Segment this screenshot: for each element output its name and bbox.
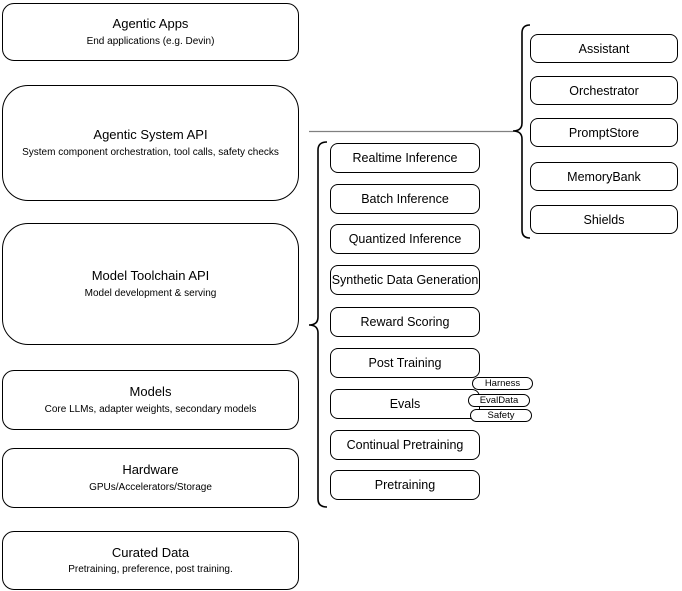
toolchain-box-batch-inference: Batch Inference	[330, 184, 480, 214]
component-box-orchestrator: Orchestrator	[530, 76, 678, 105]
toolchain-box-synthetic-data-generation: Synthetic Data Generation	[330, 265, 480, 295]
layer-title: Agentic System API	[93, 127, 208, 143]
component-box-memorybank: MemoryBank	[530, 162, 678, 191]
components-brace	[512, 24, 531, 239]
component-box-promptstore: PromptStore	[530, 118, 678, 147]
eval-tag-harness: Harness	[472, 377, 533, 390]
layer-subtitle: End applications (e.g. Devin)	[86, 35, 215, 47]
eval-tag-evaldata: EvalData	[468, 394, 530, 407]
component-box-assistant: Assistant	[530, 34, 678, 63]
toolchain-box-evals: Evals	[330, 389, 480, 419]
layer-subtitle: Core LLMs, adapter weights, secondary mo…	[44, 403, 257, 415]
toolchain-brace	[308, 141, 328, 508]
toolchain-box-quantized-inference: Quantized Inference	[330, 224, 480, 254]
layer-box-models: Models Core LLMs, adapter weights, secon…	[2, 370, 299, 430]
toolchain-box-realtime-inference: Realtime Inference	[330, 143, 480, 173]
layer-box-model-toolchain-api: Model Toolchain API Model development & …	[2, 223, 299, 345]
component-box-shields: Shields	[530, 205, 678, 234]
layer-box-curated-data: Curated Data Pretraining, preference, po…	[2, 531, 299, 590]
toolchain-box-reward-scoring: Reward Scoring	[330, 307, 480, 337]
layer-title: Hardware	[122, 462, 179, 478]
layer-box-agentic-system-api: Agentic System API System component orch…	[2, 85, 299, 201]
layer-title: Model Toolchain API	[91, 268, 210, 284]
layer-box-hardware: Hardware GPUs/Accelerators/Storage	[2, 448, 299, 508]
layer-box-agentic-apps: Agentic Apps End applications (e.g. Devi…	[2, 3, 299, 61]
eval-tag-safety: Safety	[470, 409, 532, 422]
layer-title: Curated Data	[111, 544, 190, 560]
toolchain-box-post-training: Post Training	[330, 348, 480, 378]
toolchain-box-continual-pretraining: Continual Pretraining	[330, 430, 480, 460]
layer-title: Models	[129, 384, 172, 400]
layer-title: Agentic Apps	[112, 16, 189, 32]
layer-subtitle: Pretraining, preference, post training.	[68, 564, 233, 576]
toolchain-box-pretraining: Pretraining	[330, 470, 480, 500]
layer-subtitle: Model development & serving	[84, 287, 217, 299]
layer-subtitle: GPUs/Accelerators/Storage	[89, 481, 212, 493]
layer-subtitle: System component orchestration, tool cal…	[22, 146, 279, 158]
